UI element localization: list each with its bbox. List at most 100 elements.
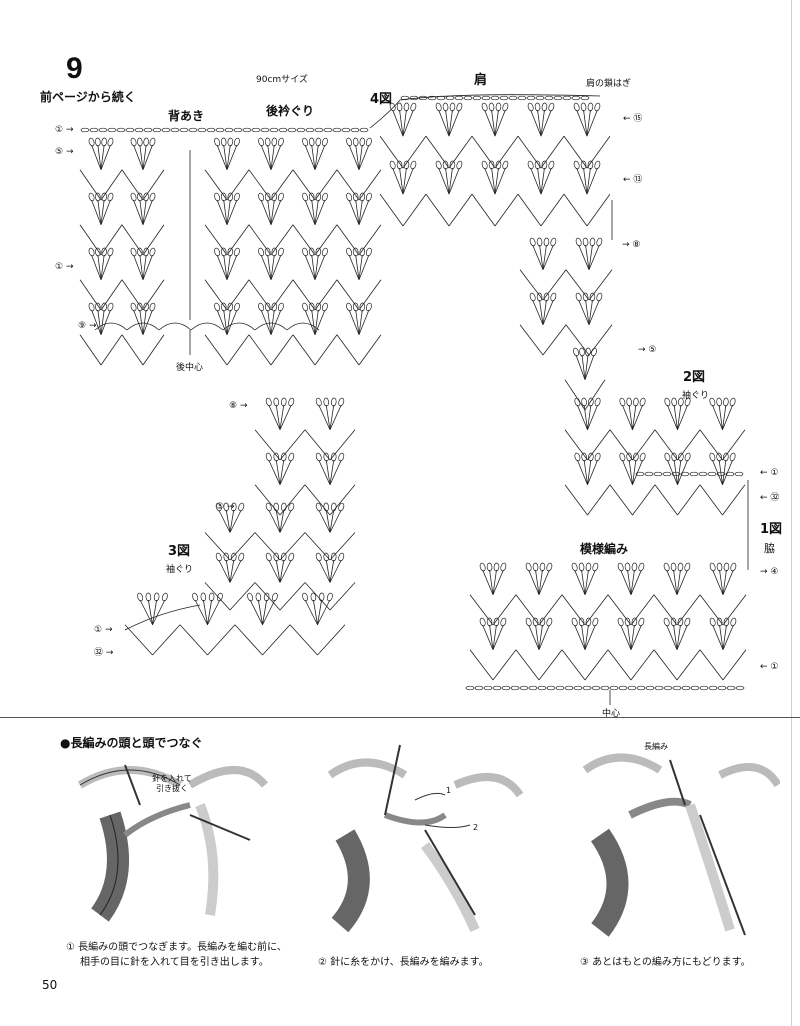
stitch-line [581,624,586,650]
stitch-line [223,309,228,335]
stitch-line [329,459,335,485]
mesh-line [425,193,450,227]
stitch-line [142,199,153,225]
stitch-line [628,404,633,430]
chain-stitch [546,685,556,691]
stitch-line [318,404,331,430]
mesh-line [142,169,165,201]
stitch-oval [617,562,624,572]
mesh-line [654,429,678,461]
mesh-line [204,279,228,311]
stitch-line [538,569,543,595]
chain-stitch [645,685,655,691]
stitch-oval [149,247,156,257]
mesh-line [492,594,517,626]
stitch-line [722,569,734,595]
row-label: ① → [94,625,113,635]
stitch-line [530,167,542,195]
mesh-line [358,279,382,311]
mesh-line [542,269,567,301]
stitch-line [542,299,547,325]
stitch-line [676,569,688,595]
stitch-line [133,144,144,170]
stitch-line [268,559,281,583]
mesh-line [676,649,701,681]
chain-stitch [287,127,297,133]
mesh-line [379,193,404,227]
stitch-line [482,569,494,595]
stitch-oval [326,592,333,602]
stitch-line [667,459,678,485]
stitch-oval [573,347,579,357]
mesh-line [329,429,356,461]
chain-stitch [197,127,207,133]
stitch-oval [310,592,317,602]
stitch-oval [592,562,599,572]
stitch-oval [227,247,234,257]
stitch-line [489,624,494,650]
stitch-line [630,569,642,595]
stitch-oval [619,397,626,407]
stitch-oval [585,347,591,357]
stitch-oval [95,137,101,147]
stitch-oval [670,562,677,572]
stitch-line [584,354,595,380]
stitch-oval [265,502,272,512]
mesh-line [314,279,338,311]
stitch-oval [280,397,287,407]
row-label: ← ① [760,662,779,672]
stitch-line [314,144,319,170]
stitch-line [304,254,316,280]
mesh-line [563,135,588,169]
stitch-oval [677,562,684,572]
mesh-line [254,484,281,516]
stitch-oval [709,452,716,462]
stitch-line [577,404,588,430]
mesh-line [329,484,356,516]
mesh-line [336,169,360,201]
stitch-oval [227,302,234,312]
chain-stitch [672,685,682,691]
stitch-line [97,309,102,335]
stitch-oval [671,397,677,407]
stitch-oval [233,247,240,257]
stitch-oval [663,617,670,627]
stitch-line [402,167,414,195]
stitch-line [314,144,326,170]
stitch-line [225,559,231,583]
mesh-line [314,334,338,366]
stitch-oval [88,192,95,202]
stitch-oval [529,237,536,247]
stitch-oval [671,452,677,462]
row-label: ← ⑮ [623,114,643,124]
stitch-line [445,167,450,195]
mesh-line [653,594,678,626]
stitch-line [314,254,319,280]
stitch-oval [365,137,372,147]
stitch-line [329,404,335,430]
stitch-oval [585,562,592,572]
mesh-line [519,324,544,356]
stitch-oval [214,192,221,202]
stitch-oval [145,592,152,602]
stitch-line [532,244,544,270]
stitch-line [317,599,331,625]
stitch-line [152,599,166,625]
mesh-line [563,193,588,227]
stitch-oval [403,102,410,112]
stitch-oval [578,562,585,572]
arc-line [158,322,192,331]
chain-stitch [663,685,673,691]
stitch-oval [143,247,149,257]
stitch-line [722,624,734,650]
mesh-line [564,429,588,461]
stitch-line [540,167,545,195]
stitch-oval [684,617,691,627]
stitch-oval [277,137,284,147]
center-label: 中心 [602,709,621,719]
stitch-oval [571,562,578,572]
stitch-line [279,404,292,430]
chain-stitch [463,95,473,101]
stitch-oval [137,192,143,202]
stitch-line [538,569,550,595]
